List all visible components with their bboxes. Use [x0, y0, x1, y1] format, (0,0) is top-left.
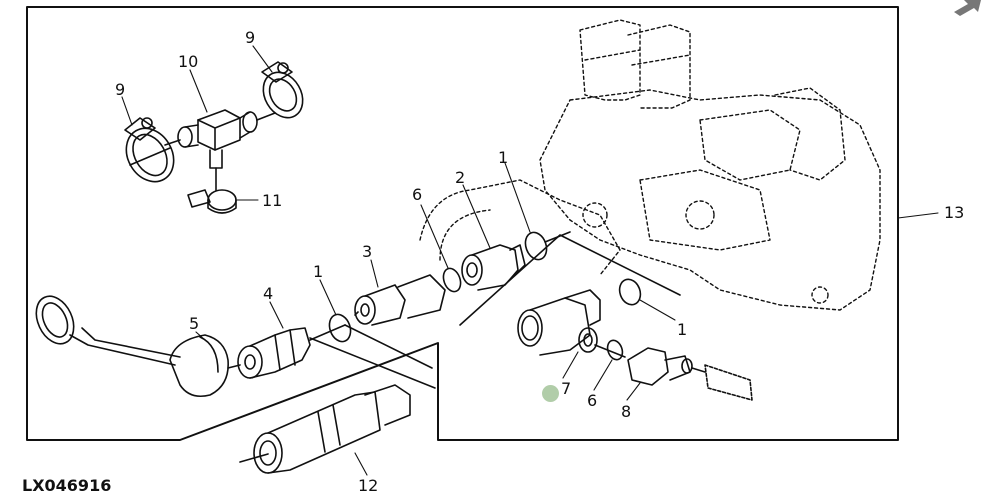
callout-5: 5 — [189, 314, 200, 333]
callout-1: 1 — [498, 148, 509, 167]
highlight-marker — [542, 385, 559, 402]
hose-clamp-right — [261, 61, 304, 119]
valve-housing — [419, 19, 881, 311]
tee-fitting — [164, 109, 276, 169]
callout-9: 9 — [245, 28, 256, 47]
callout-6: 6 — [587, 391, 598, 410]
guide-line — [309, 337, 436, 389]
hose-clamp-small — [187, 167, 237, 214]
callout-3: 3 — [362, 242, 373, 261]
corner-arrow-icon — [950, 0, 981, 16]
dust-cap — [35, 295, 229, 398]
callout-11: 11 — [262, 191, 283, 210]
callout-8: 8 — [621, 402, 632, 421]
guide-line — [459, 234, 681, 326]
callout-13: 13 — [944, 203, 965, 222]
callout-1: 1 — [313, 262, 324, 281]
callout-2: 2 — [455, 168, 466, 187]
callout-6: 6 — [412, 185, 423, 204]
callout-9: 9 — [115, 80, 126, 99]
o-ring — [442, 267, 462, 293]
adapter-fitting — [461, 244, 526, 291]
adapter-plug — [594, 344, 753, 401]
adapter-nut-fitting — [354, 274, 446, 326]
frame-border — [26, 6, 899, 441]
callout-1: 1 — [677, 320, 688, 339]
callout-12: 12 — [358, 476, 379, 495]
callout-7: 7 — [561, 379, 572, 398]
guide-line — [344, 324, 433, 369]
coupler-male-tip — [227, 324, 346, 379]
leader-lines — [121, 45, 939, 476]
elbow-tee — [517, 289, 601, 356]
figure-id: LX046916 — [22, 476, 112, 495]
o-ring — [618, 278, 642, 306]
callout-4: 4 — [263, 284, 274, 303]
coupler-female — [239, 384, 411, 474]
hose-clamp-left — [124, 117, 175, 183]
o-ring — [606, 339, 624, 361]
callout-10: 10 — [178, 52, 199, 71]
o-ring — [328, 313, 352, 343]
